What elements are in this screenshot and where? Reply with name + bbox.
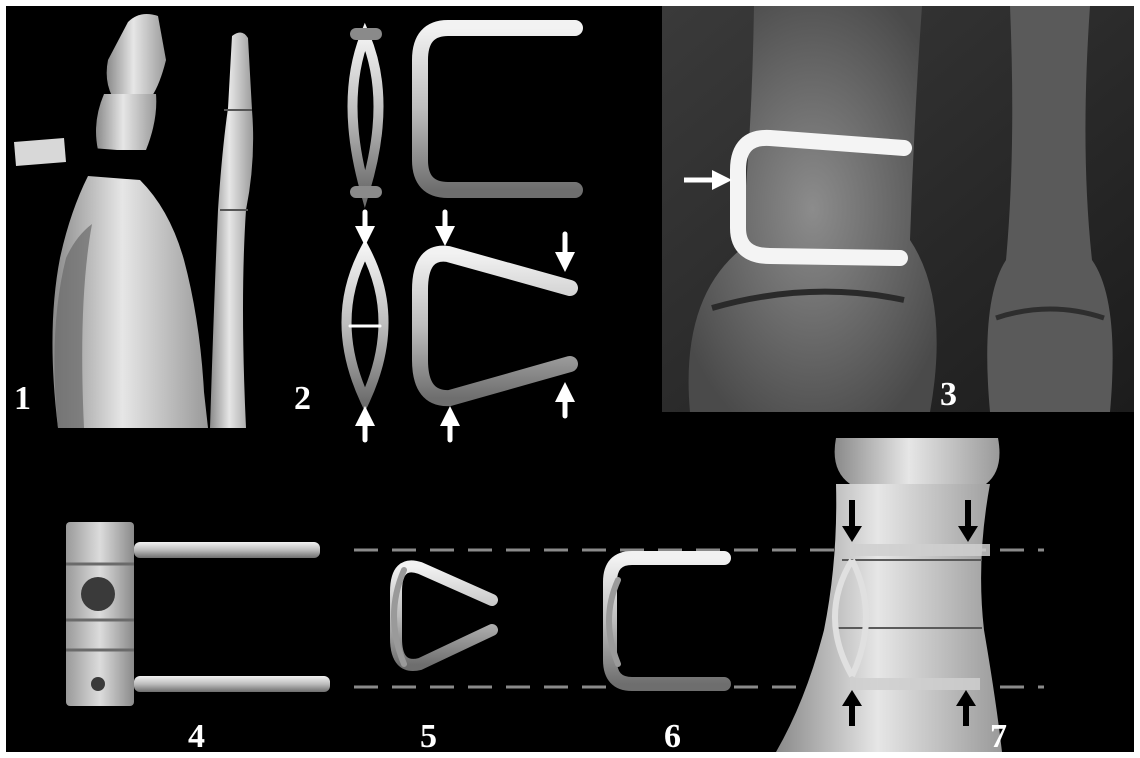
panel-label-3: 3 (940, 378, 957, 412)
panel-label-5: 5 (420, 720, 437, 754)
panel-label-6: 6 (664, 720, 681, 754)
panel-label-4: 4 (188, 720, 205, 754)
panel-7-artwork (776, 438, 1002, 752)
panel-2-artwork (347, 28, 576, 440)
panel-3-artwork (662, 6, 1134, 412)
panel-label-2: 2 (294, 382, 311, 416)
panel-6-artwork (609, 558, 724, 684)
panel-1-artwork (14, 14, 253, 428)
osteotomy-gap (88, 148, 142, 176)
panel-label-7: 7 (990, 720, 1007, 754)
lateral-toe-bone (210, 32, 253, 428)
panel-5-artwork (394, 566, 492, 665)
instrument-prong-bottom (134, 676, 330, 692)
bone-wedge-fragment (14, 138, 66, 166)
middle-phalanx (96, 94, 156, 150)
instrument-hole (81, 577, 115, 611)
instrument-prong-top (134, 542, 320, 558)
distal-phalanx (107, 14, 166, 96)
bone-model-upper (835, 438, 1000, 484)
panel-label-1: 1 (14, 382, 31, 416)
panel-4-artwork (66, 522, 330, 706)
